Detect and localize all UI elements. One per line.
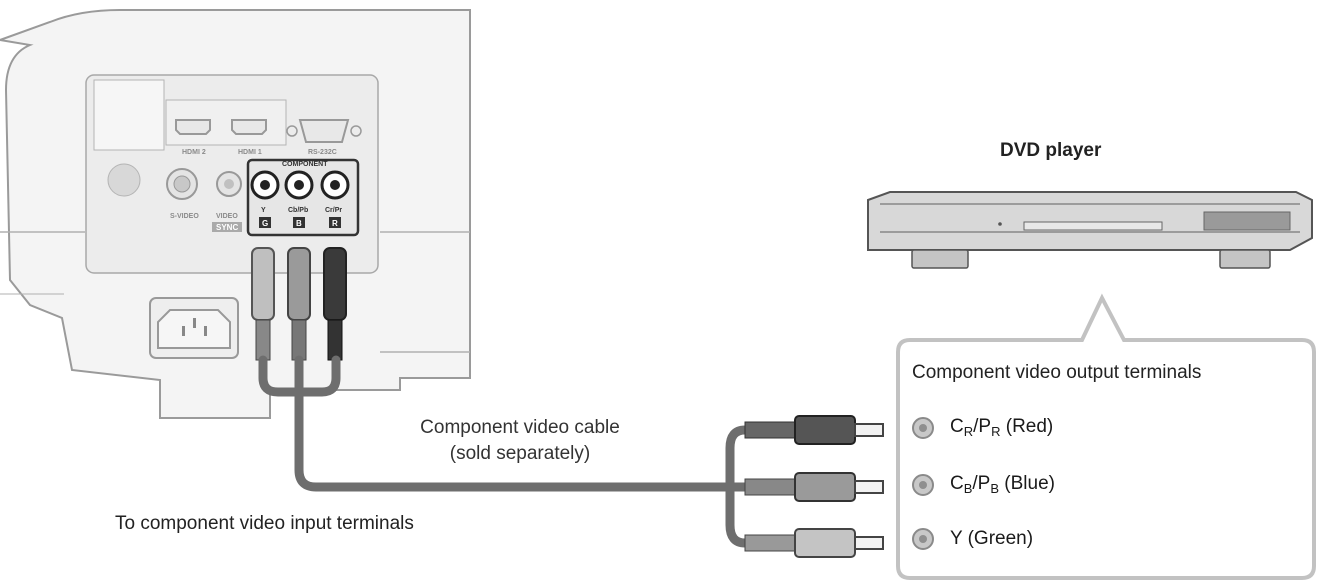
video-label: VIDEO: [216, 213, 238, 220]
dvd-plugs: [744, 415, 884, 558]
hdmi2-label: HDMI 2: [182, 149, 206, 156]
svideo-label: S-VIDEO: [170, 213, 199, 220]
terminal-cr-label: CR/PR (Red): [950, 416, 1054, 439]
hdmi1-label: HDMI 1: [238, 149, 262, 156]
cb-label: Cb/Pb: [288, 207, 308, 214]
sync-label: SYNC: [216, 223, 238, 232]
terminal-cb-row: CB/PB (Blue): [912, 473, 1055, 496]
cable-label: Component video cable (sold separately): [370, 415, 670, 467]
terminal-jack-icon: [912, 528, 934, 550]
input-terminals-label: To component video input terminals: [115, 513, 414, 534]
component-label: COMPONENT: [282, 161, 328, 168]
terminal-jack-icon: [912, 416, 934, 439]
dvd-player-title: DVD player: [1000, 140, 1102, 161]
callout-title: Component video output terminals: [912, 362, 1202, 383]
rs232c-label: RS-232C: [308, 149, 337, 156]
terminal-cb-label: CB/PB (Blue): [950, 473, 1055, 496]
cr-label: Cr/Pr: [325, 207, 342, 214]
r-tag: R: [332, 219, 338, 228]
projector-plugs: [251, 247, 347, 361]
cable-label-line2: (sold separately): [449, 443, 591, 464]
component-cable: [258, 355, 760, 548]
b-tag: B: [296, 219, 302, 228]
projector: HDMI 2 HDMI 1 RS-232C S-VIDEO VIDEO SYNC…: [0, 9, 471, 419]
cable-label-line1: Component video cable: [420, 417, 620, 438]
y-label: Y: [261, 207, 266, 214]
terminal-y-label: Y (Green): [950, 528, 1034, 549]
callout-box: [896, 293, 1316, 580]
terminal-cr-row: CR/PR (Red): [912, 416, 1053, 439]
terminal-y-row: Y (Green): [912, 528, 1033, 550]
g-tag: G: [262, 219, 268, 228]
terminal-jack-icon: [912, 473, 934, 496]
dvd-player: [867, 191, 1313, 269]
